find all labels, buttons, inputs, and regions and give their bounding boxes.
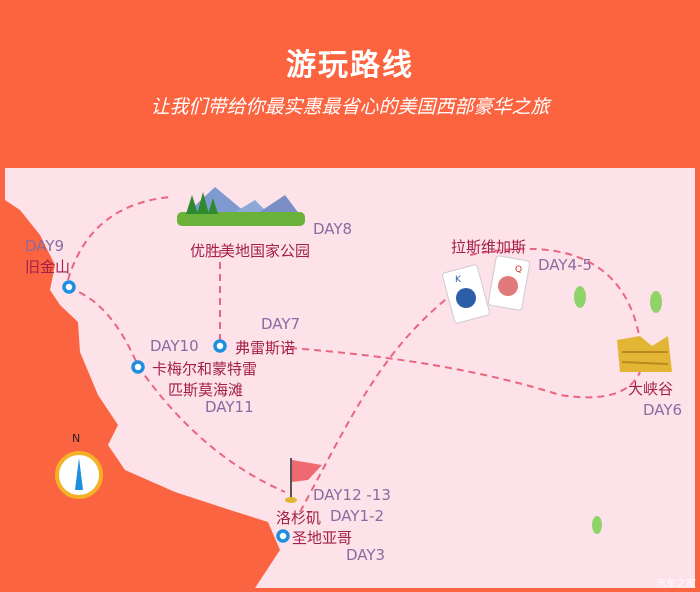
card-q-label: Q (515, 265, 522, 275)
start-flag-icon (285, 458, 322, 503)
fresno-day: DAY7 (261, 315, 301, 333)
la-day: DAY1-2 (330, 507, 385, 525)
pismo-city[interactable]: 匹斯莫海滩 (168, 381, 244, 399)
location-markers (62, 280, 290, 543)
carmel-city[interactable]: 卡梅尔和蒙特雷 (152, 360, 258, 378)
yosemite-mountain-icon (177, 187, 305, 226)
grand-canyon-icon (617, 336, 672, 372)
vegas-day: DAY4-5 (538, 256, 593, 274)
playing-cards-icon: K Q (442, 255, 531, 324)
page-title: 游玩路线 (286, 48, 414, 83)
compass-icon (55, 451, 103, 499)
marker-fresno[interactable] (213, 339, 227, 353)
sf-city[interactable]: 旧金山 (25, 258, 71, 276)
sf-day: DAY9 (25, 237, 65, 255)
page-subtitle: 让我们带给你最实惠最省心的美国西部豪华之旅 (150, 96, 550, 118)
route-lines (67, 196, 641, 513)
fresno-city[interactable]: 弗雷斯诺 (235, 339, 296, 357)
sd-city[interactable]: 圣地亚哥 (292, 529, 353, 547)
marker-carmel[interactable] (131, 360, 145, 374)
tree-icons (574, 286, 662, 534)
vegas-city[interactable]: 拉斯维加斯 (451, 238, 527, 256)
card-k-label: K (455, 275, 462, 285)
marker-san-diego[interactable] (276, 529, 290, 543)
fresno-day-2: DAY10 (150, 337, 199, 355)
canyon-day: DAY6 (643, 401, 683, 419)
watermark: 汽车之家 (656, 579, 696, 590)
yosemite-day: DAY8 (313, 220, 353, 238)
la-day-2: DAY12 -13 (313, 486, 391, 504)
compass-north-label: N (72, 432, 81, 445)
sd-day: DAY3 (346, 546, 386, 564)
la-city[interactable]: 洛杉矶 (276, 509, 322, 527)
canyon-city[interactable]: 大峡谷 (628, 380, 674, 398)
header: 游玩路线 让我们带给你最实惠最省心的美国西部豪华之旅 (0, 0, 700, 165)
marker-sf[interactable] (62, 280, 76, 294)
carmel-day: DAY11 (205, 398, 254, 416)
yosemite-city[interactable]: 优胜美地国家公园 (190, 242, 311, 260)
